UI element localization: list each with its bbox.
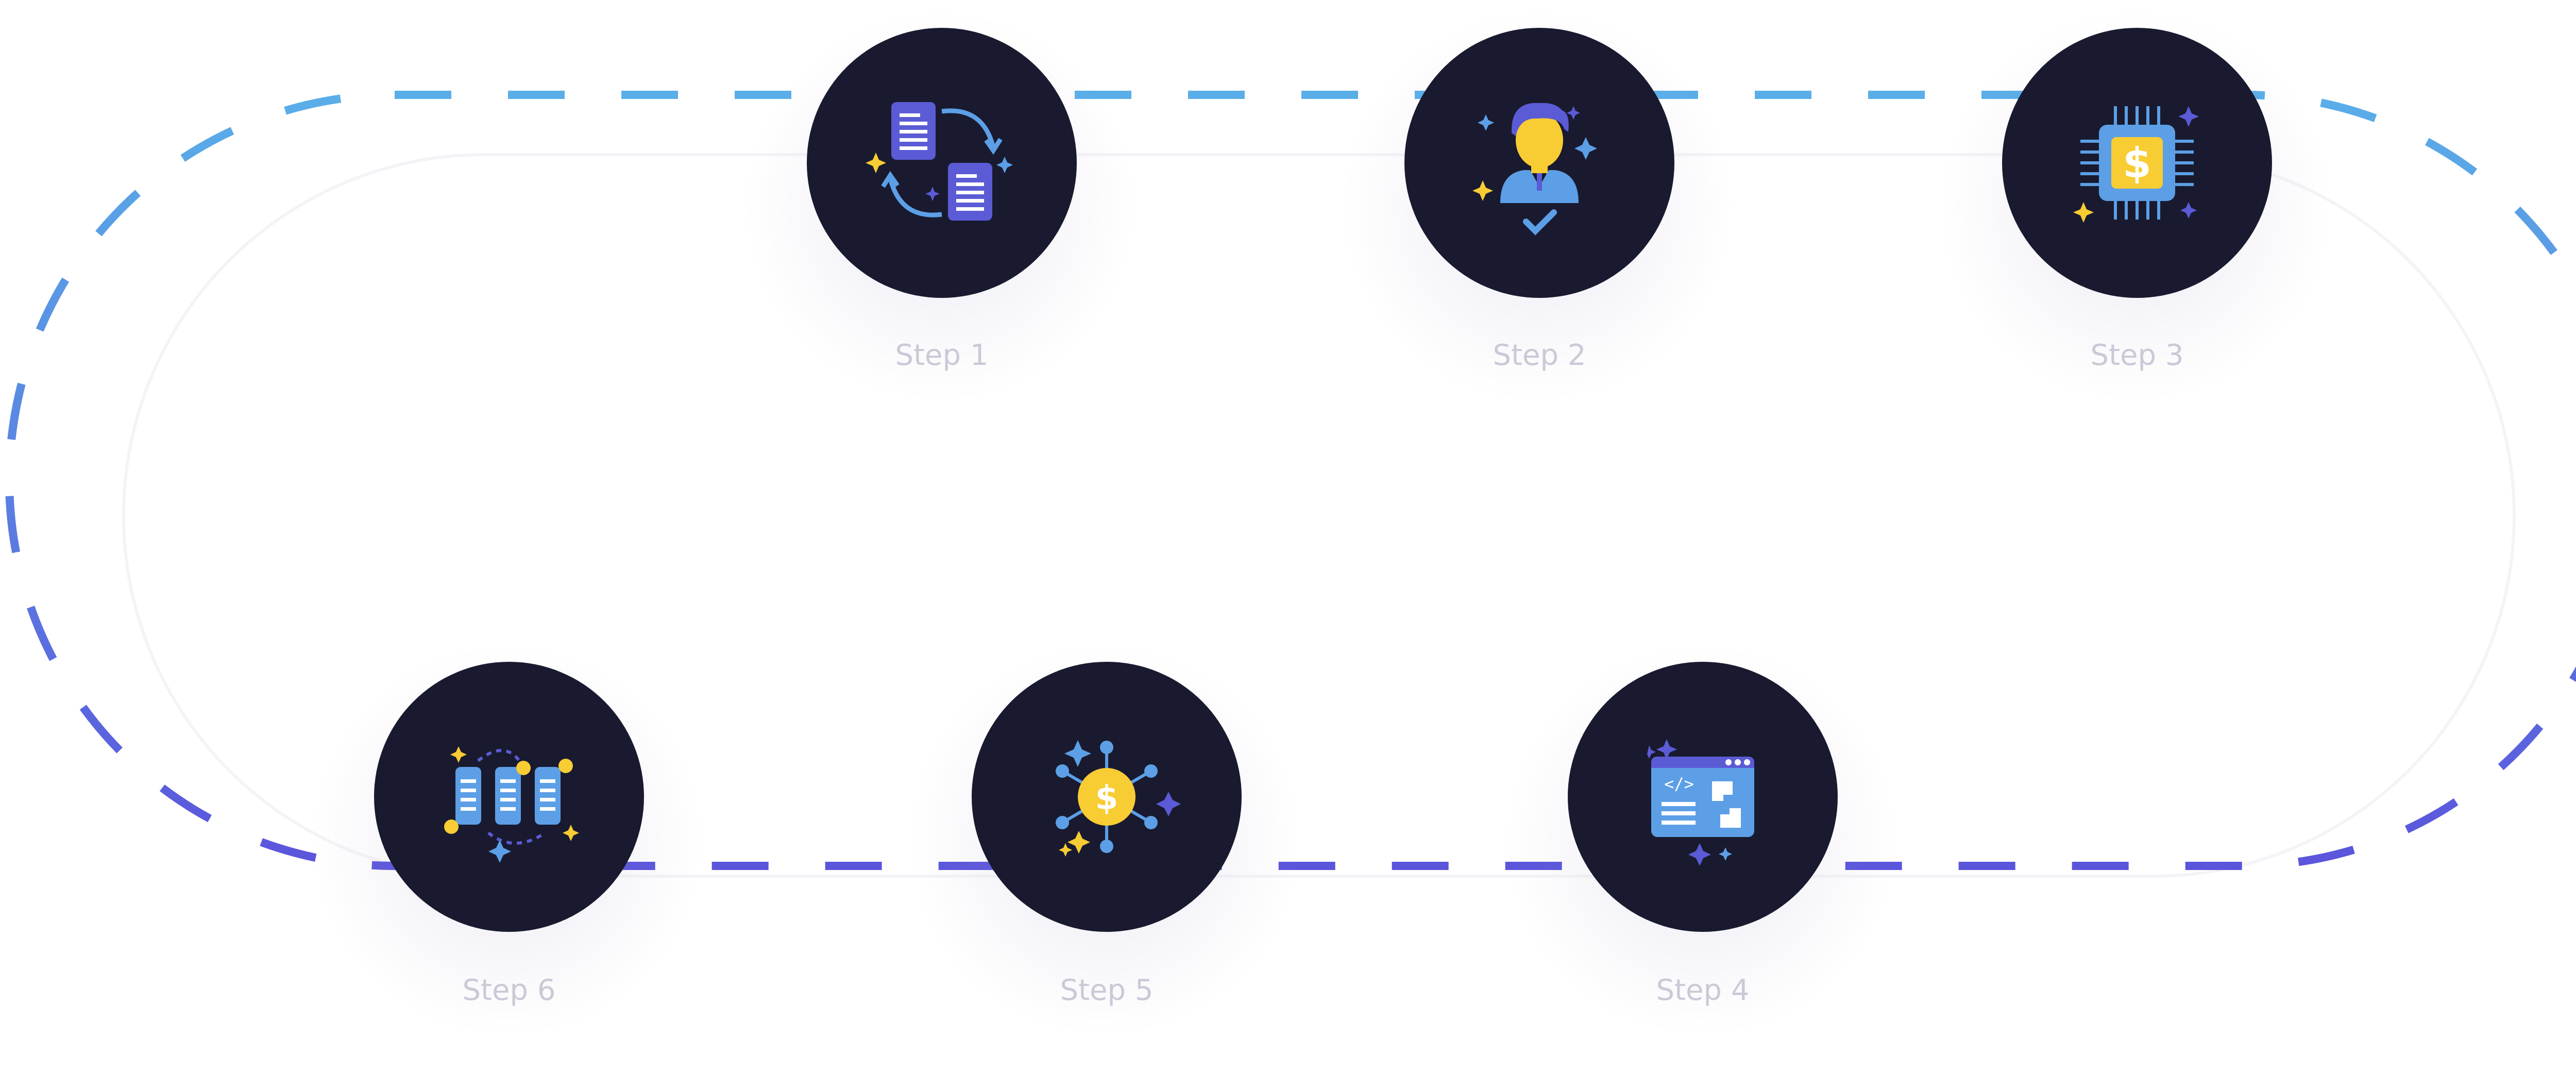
svg-text:$: $ bbox=[1095, 779, 1118, 817]
code-window-icon: </> bbox=[1642, 739, 1754, 866]
svg-text:$: $ bbox=[2123, 139, 2151, 187]
dashed-connector-path bbox=[5, 91, 2576, 870]
step-4-label: Step 4 bbox=[1656, 974, 1750, 1007]
dollar-chip-icon: $ bbox=[2073, 106, 2199, 223]
step-1-circle bbox=[807, 28, 1077, 298]
step-5-label: Step 5 bbox=[1060, 974, 1154, 1007]
step-2: Step 2 bbox=[1342, 10, 1734, 402]
dollar-network-icon: $ bbox=[1056, 740, 1181, 857]
inner-track bbox=[122, 153, 2516, 878]
verified-user-icon bbox=[1472, 103, 1597, 236]
server-sync-icon bbox=[444, 746, 579, 863]
step-2-label: Step 2 bbox=[1493, 339, 1586, 372]
step-4: </> Step 4 bbox=[1505, 644, 1897, 1036]
step-6-label: Step 6 bbox=[463, 974, 556, 1007]
step-1-label: Step 1 bbox=[895, 339, 989, 372]
document-sync-icon bbox=[866, 102, 1013, 221]
step-5: $ Step 5 bbox=[909, 644, 1301, 1036]
step-3-label: Step 3 bbox=[2091, 339, 2184, 372]
step-3: $ Step 3 bbox=[1940, 10, 2331, 402]
svg-text:</>: </> bbox=[1664, 774, 1694, 794]
step-6: Step 6 bbox=[312, 644, 703, 1036]
step-1: Step 1 bbox=[744, 10, 1136, 402]
